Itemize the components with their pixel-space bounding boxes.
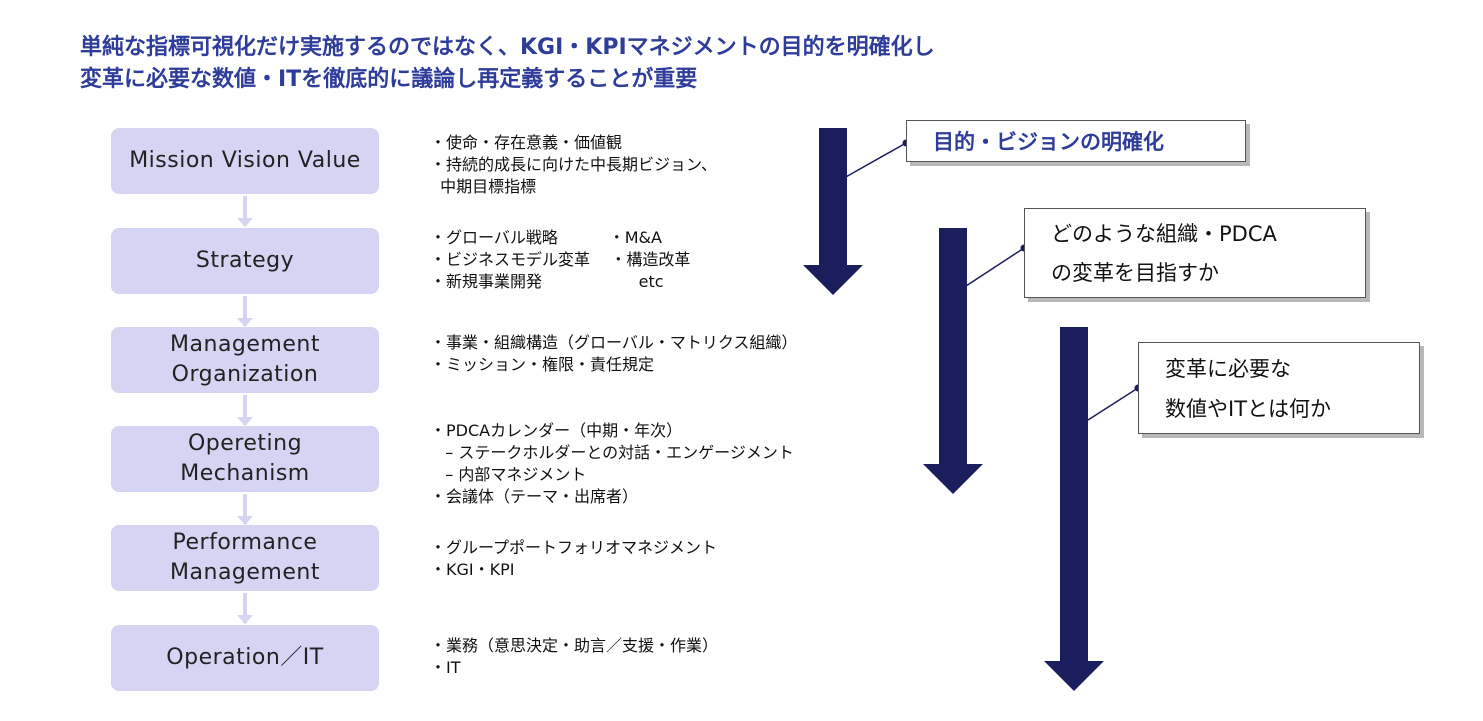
step-label: Operation／IT (166, 645, 324, 670)
step-connector-arrow (237, 494, 253, 525)
description-management-organization: ・事業・組織構造（グローバル・マトリクス組織） ・ミッション・権限・責任規定 (430, 332, 797, 376)
scope-arrow-vision (803, 128, 863, 295)
callout-line: どのような組織・PDCA (1051, 222, 1277, 246)
step-connector-arrow (237, 196, 253, 227)
step-label: Management Organization (170, 332, 320, 387)
description-line: ・グローバル戦略 ・M&A (430, 228, 662, 247)
title-line-1: 単純な指標可視化だけ実施するのではなく、KGI・KPIマネジメントの目的を明確化… (80, 35, 935, 60)
step-connector-arrow (237, 593, 253, 624)
callout-numbers-it: 変革に必要な 数値やITとは何か (1138, 342, 1420, 434)
description-line: ・KGI・KPI (430, 560, 515, 579)
description-operation-it: ・業務（意思決定・助言／支援・作業） ・IT (430, 635, 718, 679)
step-connector-arrow (237, 296, 253, 327)
callout-vision-clarification: 目的・ビジョンの明確化 (906, 120, 1246, 162)
callout-line: 数値やITとは何か (1165, 397, 1332, 421)
callout-organization-pdca: どのような組織・PDCA の変革を目指すか (1024, 208, 1366, 298)
description-line: – ステークホルダーとの対話・エンゲージメント (430, 443, 794, 462)
step-strategy: Strategy (111, 228, 379, 294)
scope-arrow-organization (923, 228, 983, 494)
step-mission-vision-value: Mission Vision Value (111, 128, 379, 194)
description-line: ・ミッション・権限・責任規定 (430, 355, 655, 374)
description-line: ・持続的成長に向けた中長期ビジョン、 (430, 155, 718, 174)
description-line: ・PDCAカレンダー（中期・年次） (430, 421, 683, 440)
step-label: Opereting Mechanism (180, 431, 310, 486)
step-management-organization: Management Organization (111, 327, 379, 393)
callout-line: 変革に必要な (1165, 357, 1291, 381)
description-mission-vision-value: ・使命・存在意義・価値観 ・持続的成長に向けた中長期ビジョン、 中期目標指標 (430, 132, 717, 198)
description-operating-mechanism: ・PDCAカレンダー（中期・年次） – ステークホルダーとの対話・エンゲージメン… (430, 420, 794, 508)
callout-line: 目的・ビジョンの明確化 (933, 130, 1164, 154)
description-line: ・事業・組織構造（グローバル・マトリクス組織） (430, 333, 798, 352)
step-performance-management: Performance Management (111, 525, 379, 591)
description-line: ・会議体（テーマ・出席者） (430, 487, 639, 506)
description-line: ・IT (430, 658, 461, 677)
step-connector-arrow (237, 395, 253, 426)
step-operating-mechanism: Opereting Mechanism (111, 426, 379, 492)
step-label: Strategy (195, 248, 295, 273)
description-line: 中期目標指標 (430, 177, 537, 196)
step-label: Performance Management (170, 530, 320, 585)
description-line: ・業務（意思決定・助言／支援・作業） (430, 636, 719, 655)
description-line: ・新規事業開発 etc (430, 272, 664, 291)
description-strategy: ・グローバル戦略 ・M&A ・ビジネスモデル変革 ・構造改革 ・新規事業開発 e… (430, 227, 690, 293)
description-line: ・ビジネスモデル変革 ・構造改革 (430, 250, 691, 269)
description-line: – 内部マネジメント (430, 465, 587, 484)
description-performance-management: ・グループポートフォリオマネジメント ・KGI・KPI (430, 537, 717, 581)
scope-arrow-numbers-it (1044, 327, 1104, 691)
description-line: ・使命・存在意義・価値観 (430, 133, 623, 152)
step-label: Mission Vision Value (129, 148, 361, 173)
page-title: 単純な指標可視化だけ実施するのではなく、KGI・KPIマネジメントの目的を明確化… (80, 32, 1080, 96)
description-line: ・グループポートフォリオマネジメント (430, 538, 718, 557)
step-operation-it: Operation／IT (111, 625, 379, 691)
callout-line: の変革を目指すか (1051, 261, 1219, 285)
title-line-2: 変革に必要な数値・ITを徹底的に議論し再定義することが重要 (80, 67, 698, 92)
